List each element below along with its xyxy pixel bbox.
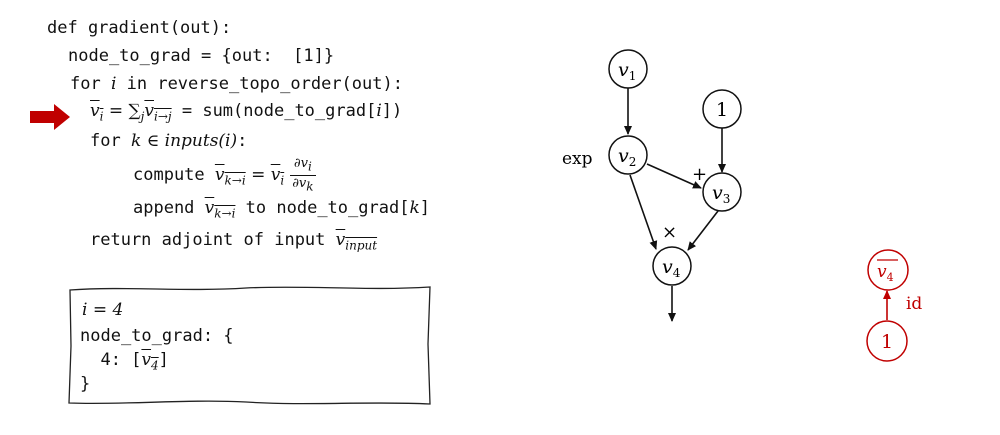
code-text: ]	[419, 198, 430, 218]
state-line-2: node_to_grad: {	[80, 326, 234, 346]
code-text: return adjoint of input	[90, 230, 336, 250]
node-v2: v2	[608, 135, 648, 175]
sum-index: j	[140, 109, 145, 124]
code-text: def gradient(out):	[47, 18, 232, 38]
current-line-arrow-icon	[30, 104, 70, 130]
op-label-plus: +	[692, 164, 707, 185]
equals: =	[245, 165, 271, 186]
code-text: = sum(node_to_grad[	[171, 101, 377, 121]
node-label: 1	[881, 331, 893, 353]
code-text: :	[237, 131, 248, 151]
adjoint-edge-label-id: id	[906, 294, 922, 314]
code-text: ]	[158, 350, 169, 370]
code-text: for	[90, 131, 131, 151]
partial-adjoint: vk→i	[204, 198, 236, 221]
code-line-6: compute vk→i = vi∂vi∂vk	[133, 156, 316, 194]
node-v4: v4	[652, 246, 692, 286]
code-text: node_to_grad: {	[80, 326, 234, 346]
partial-derivative-fraction: ∂vi∂vk	[290, 156, 316, 194]
edge-v2-v3	[646, 163, 702, 189]
code-text: }	[80, 374, 91, 394]
node-label: 1	[716, 99, 728, 121]
op-label-times: ×	[662, 222, 677, 243]
adjoint-v-i: vi	[90, 101, 104, 124]
code-line-3: for i in reverse_topo_order(out):	[70, 74, 403, 94]
op-label-exp: exp	[562, 149, 593, 169]
code-line-5: for k ∈ inputs(i):	[90, 131, 247, 151]
node-v1: v1	[608, 49, 648, 89]
state-line-1: i = 4	[82, 300, 123, 320]
code-text: node_to_grad = {out: [1]}	[68, 46, 335, 66]
state-box-border	[68, 286, 431, 405]
code-text: append	[133, 198, 205, 218]
adjoint-v4: v4	[141, 350, 159, 373]
edge-v2-v4	[629, 174, 658, 250]
code-line-8: return adjoint of input vinput	[90, 230, 377, 252]
edge-v3-v4	[687, 210, 719, 251]
code-text: 4: [	[80, 350, 142, 370]
code-line-2: node_to_grad = {out: [1]}	[68, 46, 334, 66]
node-v3: v3	[702, 172, 742, 212]
adjoint-node-1: 1	[866, 320, 908, 362]
code-line-7: append vk→i to node_to_grad[k]	[133, 198, 430, 220]
state-line-4: }	[80, 374, 90, 394]
math-var: k	[409, 198, 420, 218]
equals: =	[103, 101, 129, 121]
math-expr: k ∈ inputs(i)	[130, 131, 238, 151]
sum-symbol: ∑	[128, 101, 141, 121]
input-adjoint: vinput	[335, 230, 378, 253]
current-index: i = 4	[82, 300, 124, 320]
code-text: for	[70, 74, 111, 94]
math-var: i	[110, 74, 117, 94]
code-text: in reverse_topo_order(out):	[116, 74, 403, 94]
partial-adjoint: vk→i	[214, 165, 246, 188]
code-text: compute	[133, 165, 215, 186]
code-line-1: def gradient(out):	[47, 18, 231, 38]
state-line-3: 4: [v4]	[80, 350, 169, 373]
adjoint-v-i: vi	[270, 165, 285, 188]
node-const-1: 1	[702, 89, 742, 129]
code-line-4: vi = ∑jvi→j = sum(node_to_grad[i])	[90, 101, 402, 123]
code-text: ])	[381, 101, 403, 121]
partial-adjoint: vi→j	[144, 101, 172, 124]
adjoint-node-v4bar: v4	[867, 249, 909, 291]
code-text: to node_to_grad[	[235, 198, 410, 218]
math-var: i	[376, 101, 382, 121]
